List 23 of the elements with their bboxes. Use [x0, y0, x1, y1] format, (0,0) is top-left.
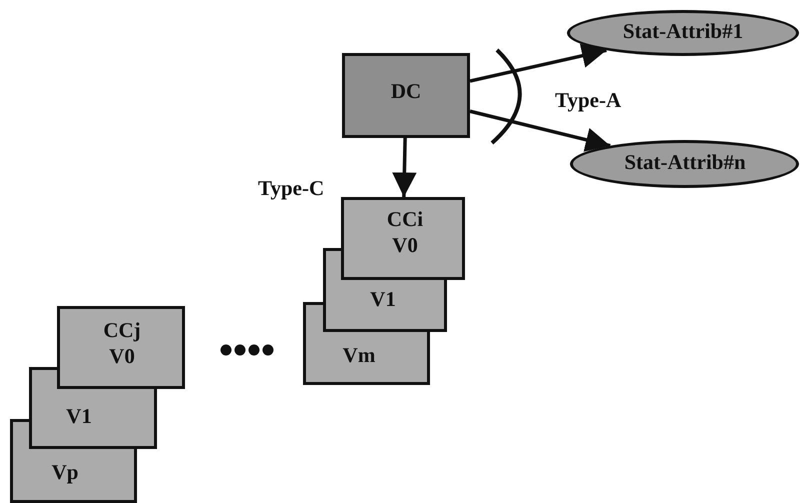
node-label: V1 [66, 404, 92, 428]
node-label: DC [390, 79, 422, 103]
arrow [392, 138, 417, 198]
stacked-box [29, 389, 157, 449]
node-label: CCi [386, 207, 424, 231]
stacked-box [323, 280, 447, 332]
node-label: Stat-Attrib#1 [622, 19, 744, 43]
stacked-box [303, 332, 430, 385]
relation-label: Type-A [555, 88, 622, 113]
edge-label: Type-C [258, 176, 324, 201]
stacked-box [10, 449, 137, 503]
node-label: V0 [392, 233, 418, 257]
node-label: CCj [103, 318, 141, 342]
process-box [342, 53, 470, 138]
node-label: V1 [370, 287, 396, 311]
node-label: Vm [342, 343, 376, 367]
node-label: V0 [109, 344, 135, 368]
stacked-box [341, 197, 465, 280]
stacked-box [57, 306, 185, 389]
arrow [470, 44, 607, 83]
arrow [470, 110, 611, 152]
node-label: Vp [52, 460, 78, 484]
node-label: Stat-Attrib#n [624, 150, 746, 174]
